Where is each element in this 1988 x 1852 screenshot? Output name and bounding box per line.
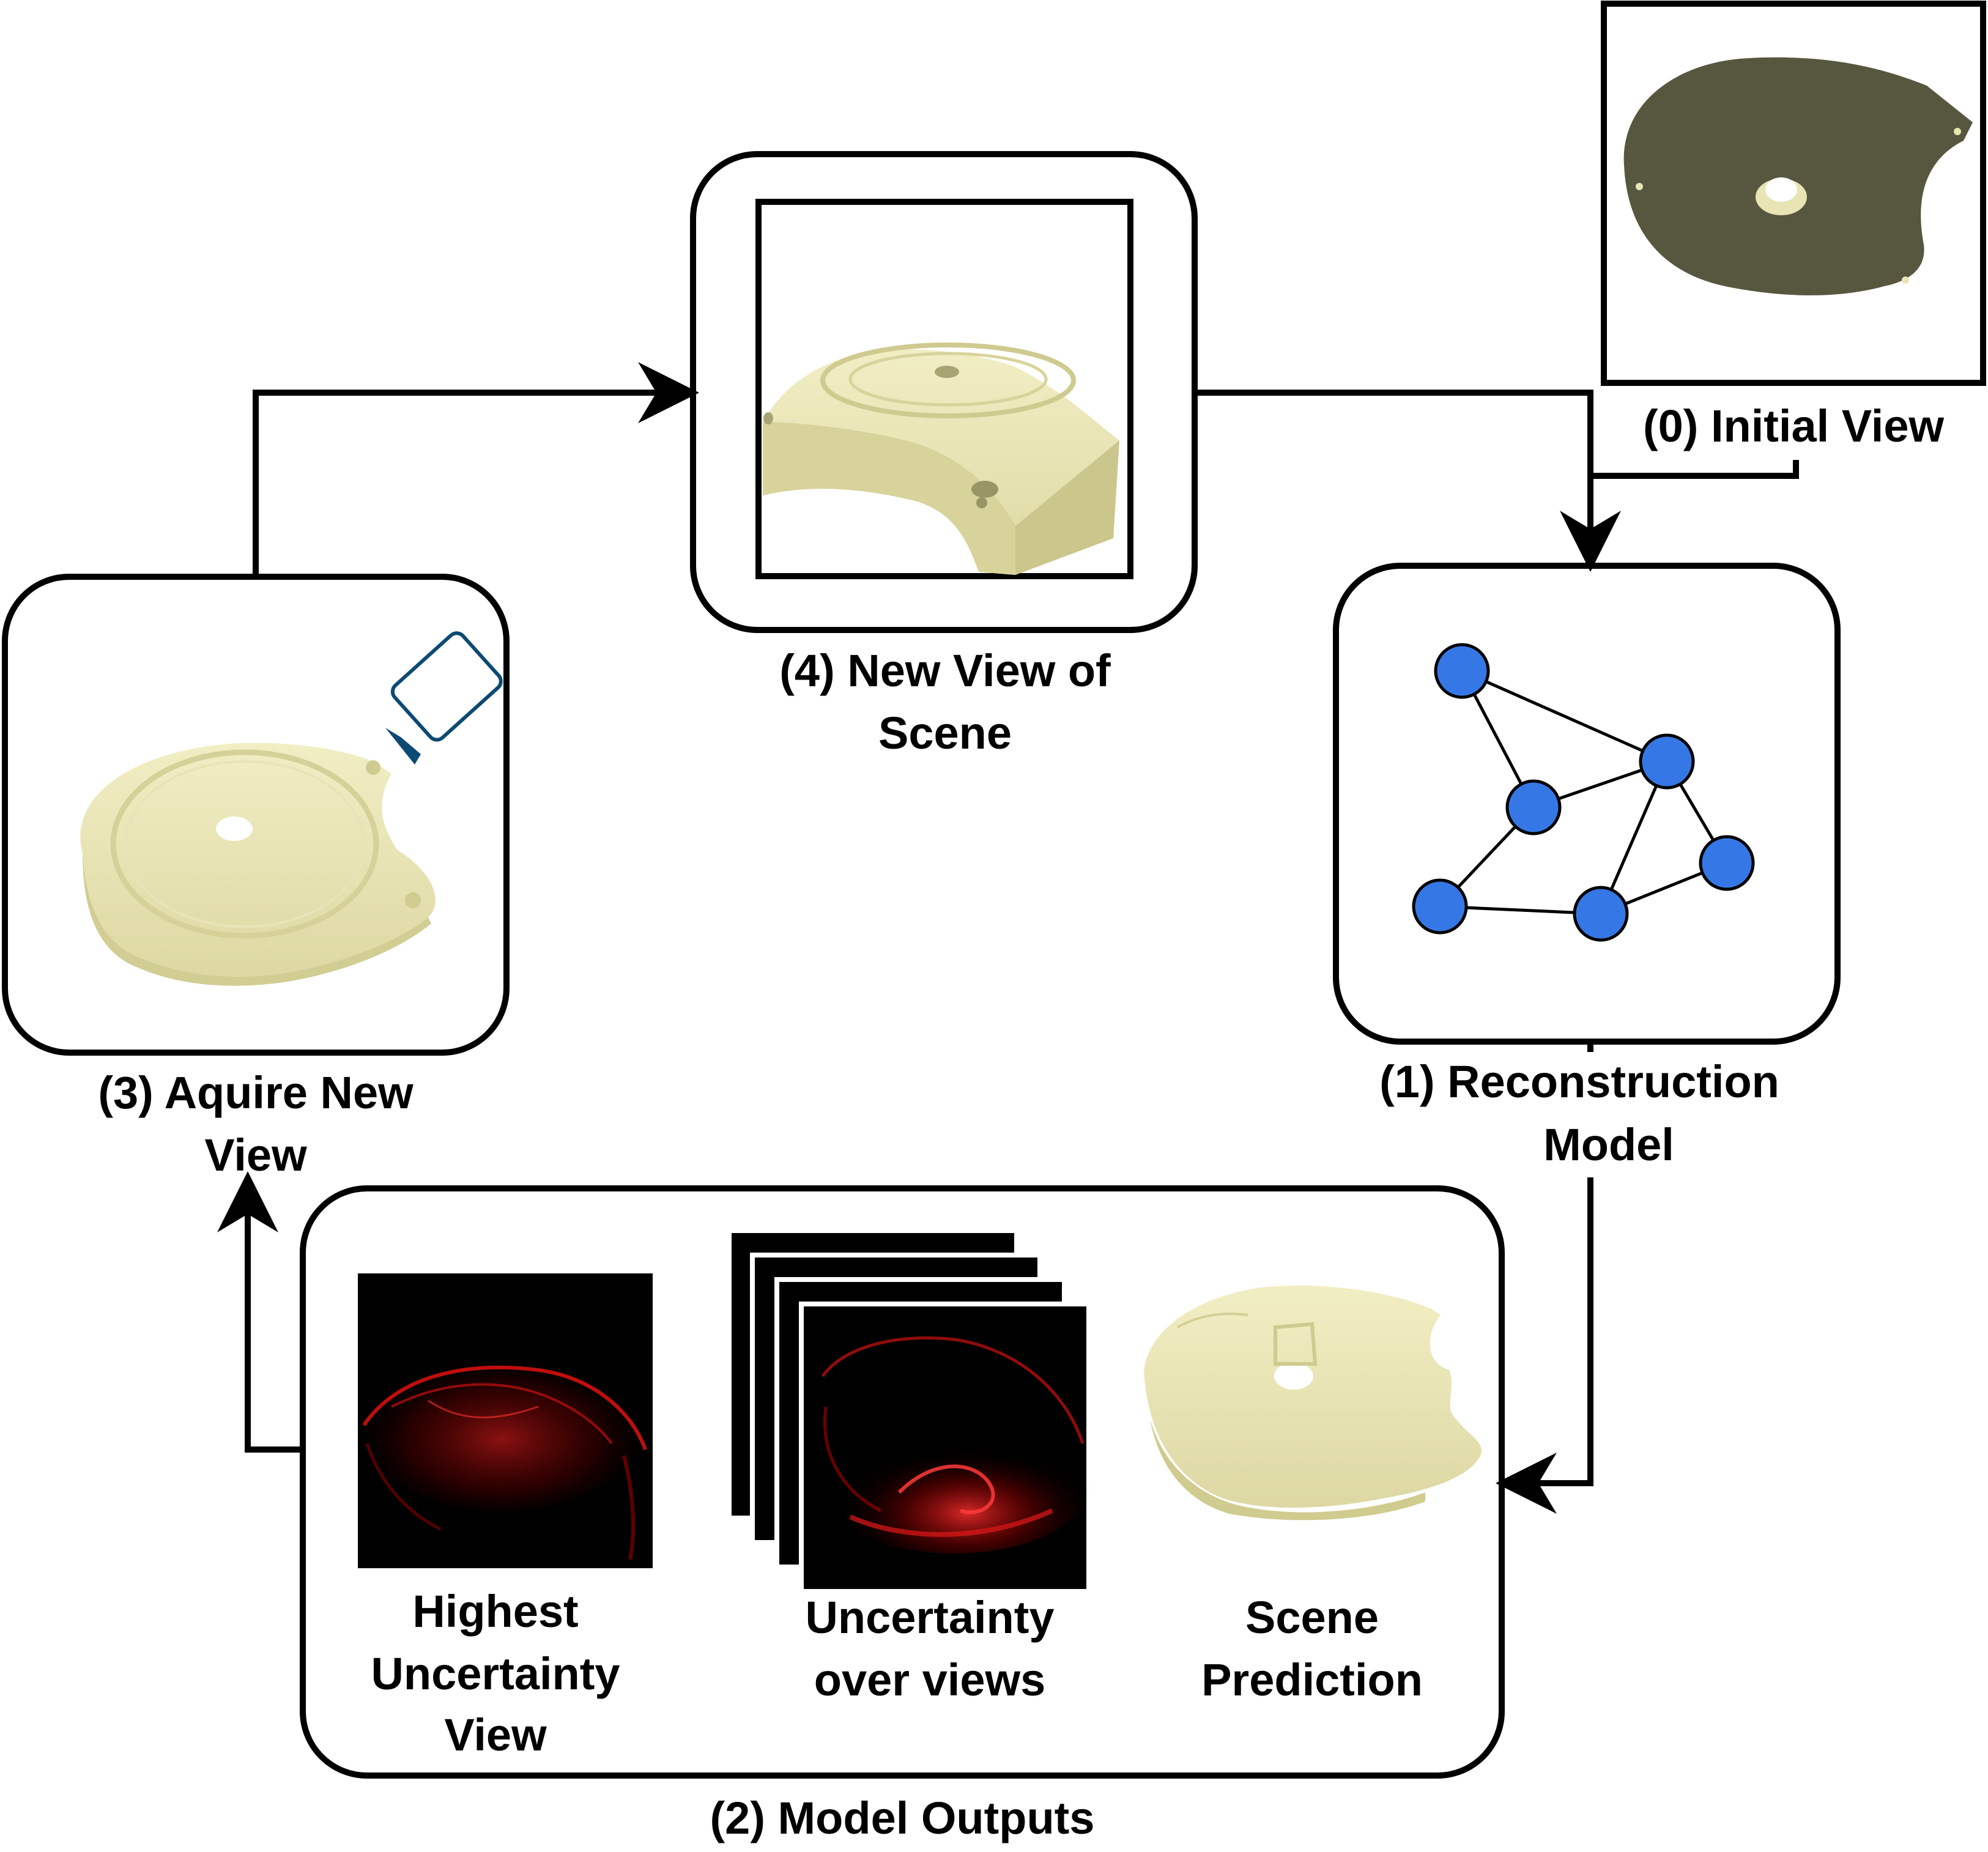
acquire-view-label-line2: View <box>204 1130 307 1180</box>
new-view-label-line2: Scene <box>878 708 1012 758</box>
model-outputs-panel: Highest Uncertainty View Uncertainty ove… <box>300 1185 1505 1779</box>
graph-node <box>1699 835 1755 891</box>
new-view-label-line1: (4) New View of <box>779 645 1111 696</box>
highest-uncertainty-image <box>358 1273 653 1568</box>
flow-connectors <box>217 362 1799 1514</box>
scene-prediction-label-line2: Prediction <box>1201 1654 1423 1705</box>
graph-node <box>1434 643 1490 699</box>
acquire-view-label-line1: (3) Aquire New <box>98 1067 414 1118</box>
uncertainty-views-label-line1: Uncertainty <box>805 1592 1054 1643</box>
reconstruction-model-panel <box>1333 563 1841 1045</box>
acquire-view-panel <box>2 574 510 1056</box>
graph-node <box>1412 878 1468 935</box>
camera-icon <box>385 631 503 765</box>
reconstruction-label-line1: (1) Reconstruction <box>1379 1056 1779 1107</box>
graph-network-icon <box>1412 643 1755 942</box>
initial-view-panel <box>1601 1 1986 386</box>
initial-view-label: (0) Initial View <box>1643 401 1945 451</box>
arrow-initial-to-reconstruction <box>1590 460 1799 479</box>
scene-prediction-label-line1: Scene <box>1245 1592 1379 1643</box>
graph-node <box>1639 733 1695 790</box>
reconstruction-label-line2: Model <box>1543 1119 1674 1170</box>
new-view-panel <box>690 151 1198 633</box>
initial-view-part-image <box>1623 57 1973 295</box>
graph-node <box>1573 886 1629 942</box>
new-view-part-image <box>763 343 1119 575</box>
arrow-outputs-to-acquire <box>217 1171 303 1453</box>
scene-prediction-image <box>1144 1285 1482 1520</box>
graph-node <box>1505 779 1562 835</box>
highest-uncertainty-label-line1: Highest <box>412 1586 578 1637</box>
model-outputs-label: (2) Model Outputs <box>710 1793 1095 1843</box>
arrow-reconstruction-to-outputs <box>1496 1177 1593 1514</box>
arrow-newview-to-reconstruction <box>1195 390 1621 572</box>
highest-uncertainty-label-line3: View <box>444 1709 547 1760</box>
highest-uncertainty-label-line2: Uncertainty <box>371 1648 620 1699</box>
arrow-acquire-to-newview <box>253 362 699 577</box>
uncertainty-views-label-line2: over views <box>814 1654 1045 1705</box>
acquire-view-part-image <box>80 743 436 986</box>
uncertainty-stack-image <box>727 1228 1091 1594</box>
